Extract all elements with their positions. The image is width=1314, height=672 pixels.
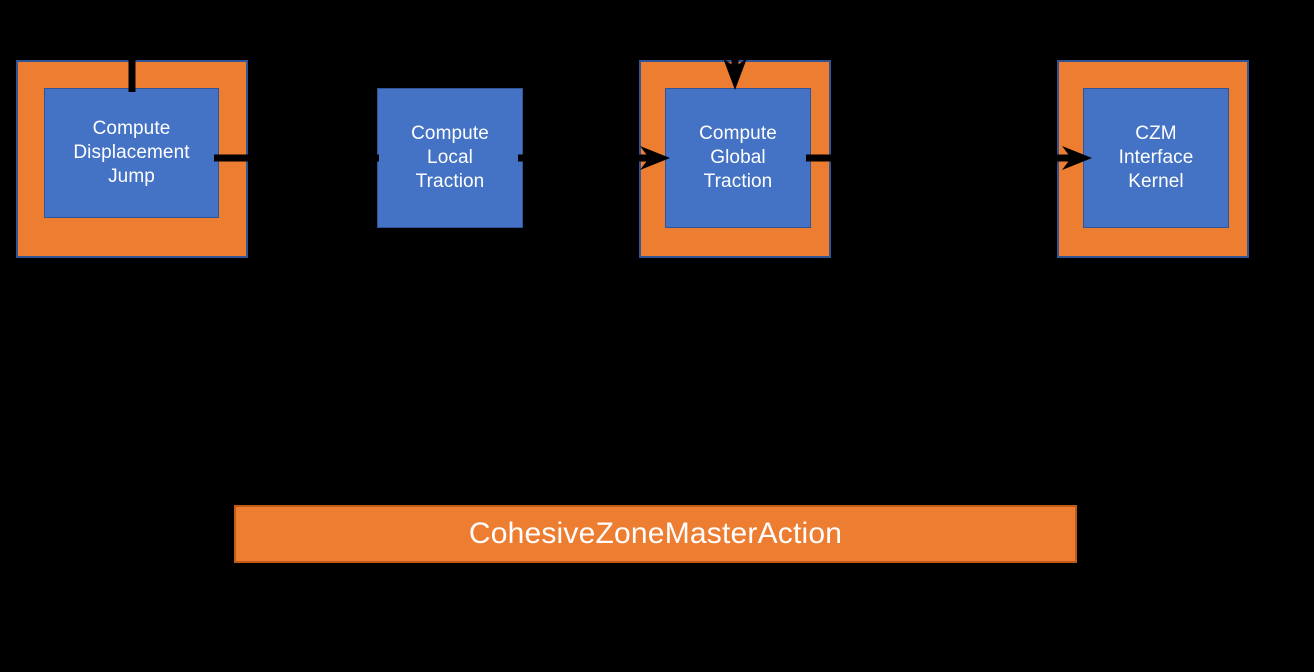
connector-local-traction-to-global-traction	[518, 144, 674, 172]
connector-global-traction-to-czm-kernel	[806, 144, 1096, 172]
connector-into-global-traction-top	[720, 30, 750, 92]
node-label-czm-interface-kernel: CZM Interface Kernel	[1118, 122, 1194, 193]
action-bar-cohesive-zone-master-action[interactable]: CohesiveZoneMasterAction	[234, 505, 1077, 563]
node-label-compute-local-traction: Compute Local Traction	[411, 122, 489, 193]
connector-stub-local-traction-left	[369, 152, 381, 164]
node-compute-displacement-jump[interactable]: Compute Displacement Jump	[44, 88, 219, 218]
node-compute-local-traction[interactable]: Compute Local Traction	[377, 88, 523, 228]
node-label-compute-global-traction: Compute Global Traction	[699, 122, 777, 193]
node-label-compute-displacement-jump: Compute Displacement Jump	[73, 117, 190, 188]
connector-displacement-jump-to-local-traction	[214, 152, 252, 164]
action-bar-label: CohesiveZoneMasterAction	[468, 517, 843, 550]
connector-into-displacement-jump-top	[126, 38, 138, 92]
node-czm-interface-kernel[interactable]: CZM Interface Kernel	[1083, 88, 1229, 228]
node-compute-global-traction[interactable]: Compute Global Traction	[665, 88, 811, 228]
